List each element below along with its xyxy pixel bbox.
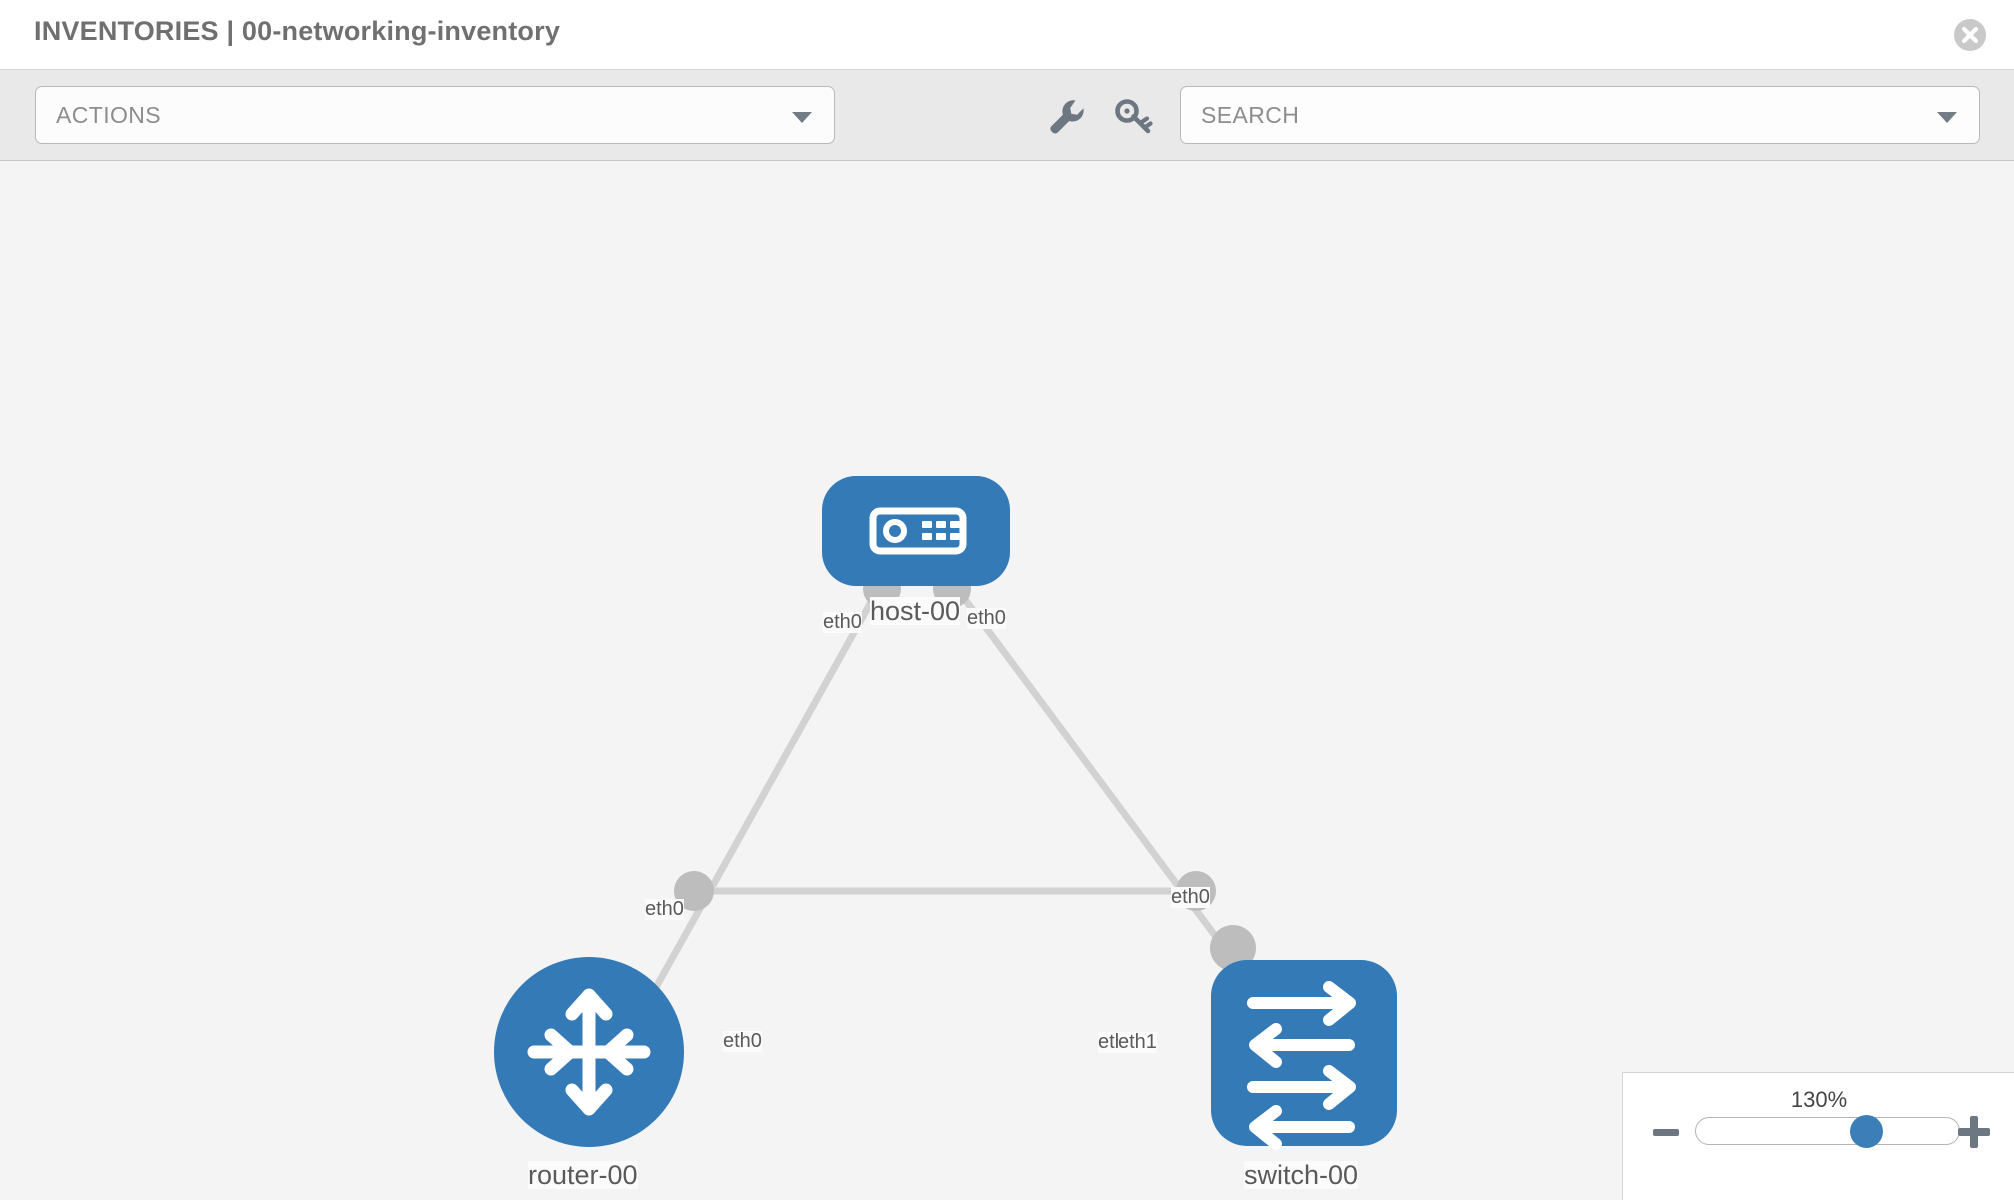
topology-graph	[494, 476, 1397, 1150]
zoom-control-panel: 130%	[1622, 1072, 2014, 1200]
link-host-switch	[952, 583, 1248, 979]
page-header: INVENTORIES | 00-networking-inventory	[0, 0, 2014, 70]
key-icon[interactable]	[1112, 94, 1156, 138]
plus-icon[interactable]	[1958, 1116, 1990, 1148]
interface-label-router-upper: eth0	[645, 898, 684, 920]
node-label-router-00: router-00	[528, 1160, 638, 1190]
close-icon[interactable]	[1953, 18, 1987, 52]
node-router-00[interactable]	[494, 957, 684, 1147]
actions-dropdown-label: ACTIONS	[56, 102, 162, 128]
zoom-slider-track[interactable]	[1695, 1117, 1960, 1145]
zoom-slider-handle[interactable]	[1850, 1115, 1883, 1148]
toolbar: ACTIONS SEARCH	[0, 70, 2014, 161]
link-host-router	[636, 584, 884, 1018]
zoom-level-value: 130%	[1790, 1087, 1848, 1112]
interface-label-host-left: eth0	[823, 611, 862, 633]
node-label-host-00: host-00	[870, 596, 961, 626]
node-host-00[interactable]	[822, 476, 1010, 586]
connector-router-right	[674, 871, 714, 911]
actions-dropdown[interactable]: ACTIONS	[35, 86, 835, 144]
minus-icon[interactable]	[1653, 1129, 1679, 1136]
page-title: INVENTORIES | 00-networking-inventory	[34, 16, 561, 46]
wrench-icon[interactable]	[1044, 94, 1088, 138]
interface-label-router-right: eth0	[723, 1030, 762, 1052]
topology-canvas[interactable]: host-00 router-00 switch-00 eth0 eth0 et…	[0, 161, 2014, 1200]
chevron-down-icon[interactable]	[1937, 112, 1957, 123]
chevron-down-icon	[792, 112, 812, 123]
search-placeholder: SEARCH	[1201, 102, 1300, 128]
interface-label-switch-left: eth1	[1118, 1031, 1157, 1053]
node-label-switch-00: switch-00	[1244, 1160, 1359, 1190]
search-input[interactable]: SEARCH	[1180, 86, 1980, 144]
node-switch-00[interactable]	[1211, 960, 1397, 1150]
interface-label-host-right: eth0	[967, 607, 1006, 629]
connector-switch-top	[1210, 925, 1256, 971]
interface-label-switch-upper: eth0	[1171, 886, 1210, 908]
